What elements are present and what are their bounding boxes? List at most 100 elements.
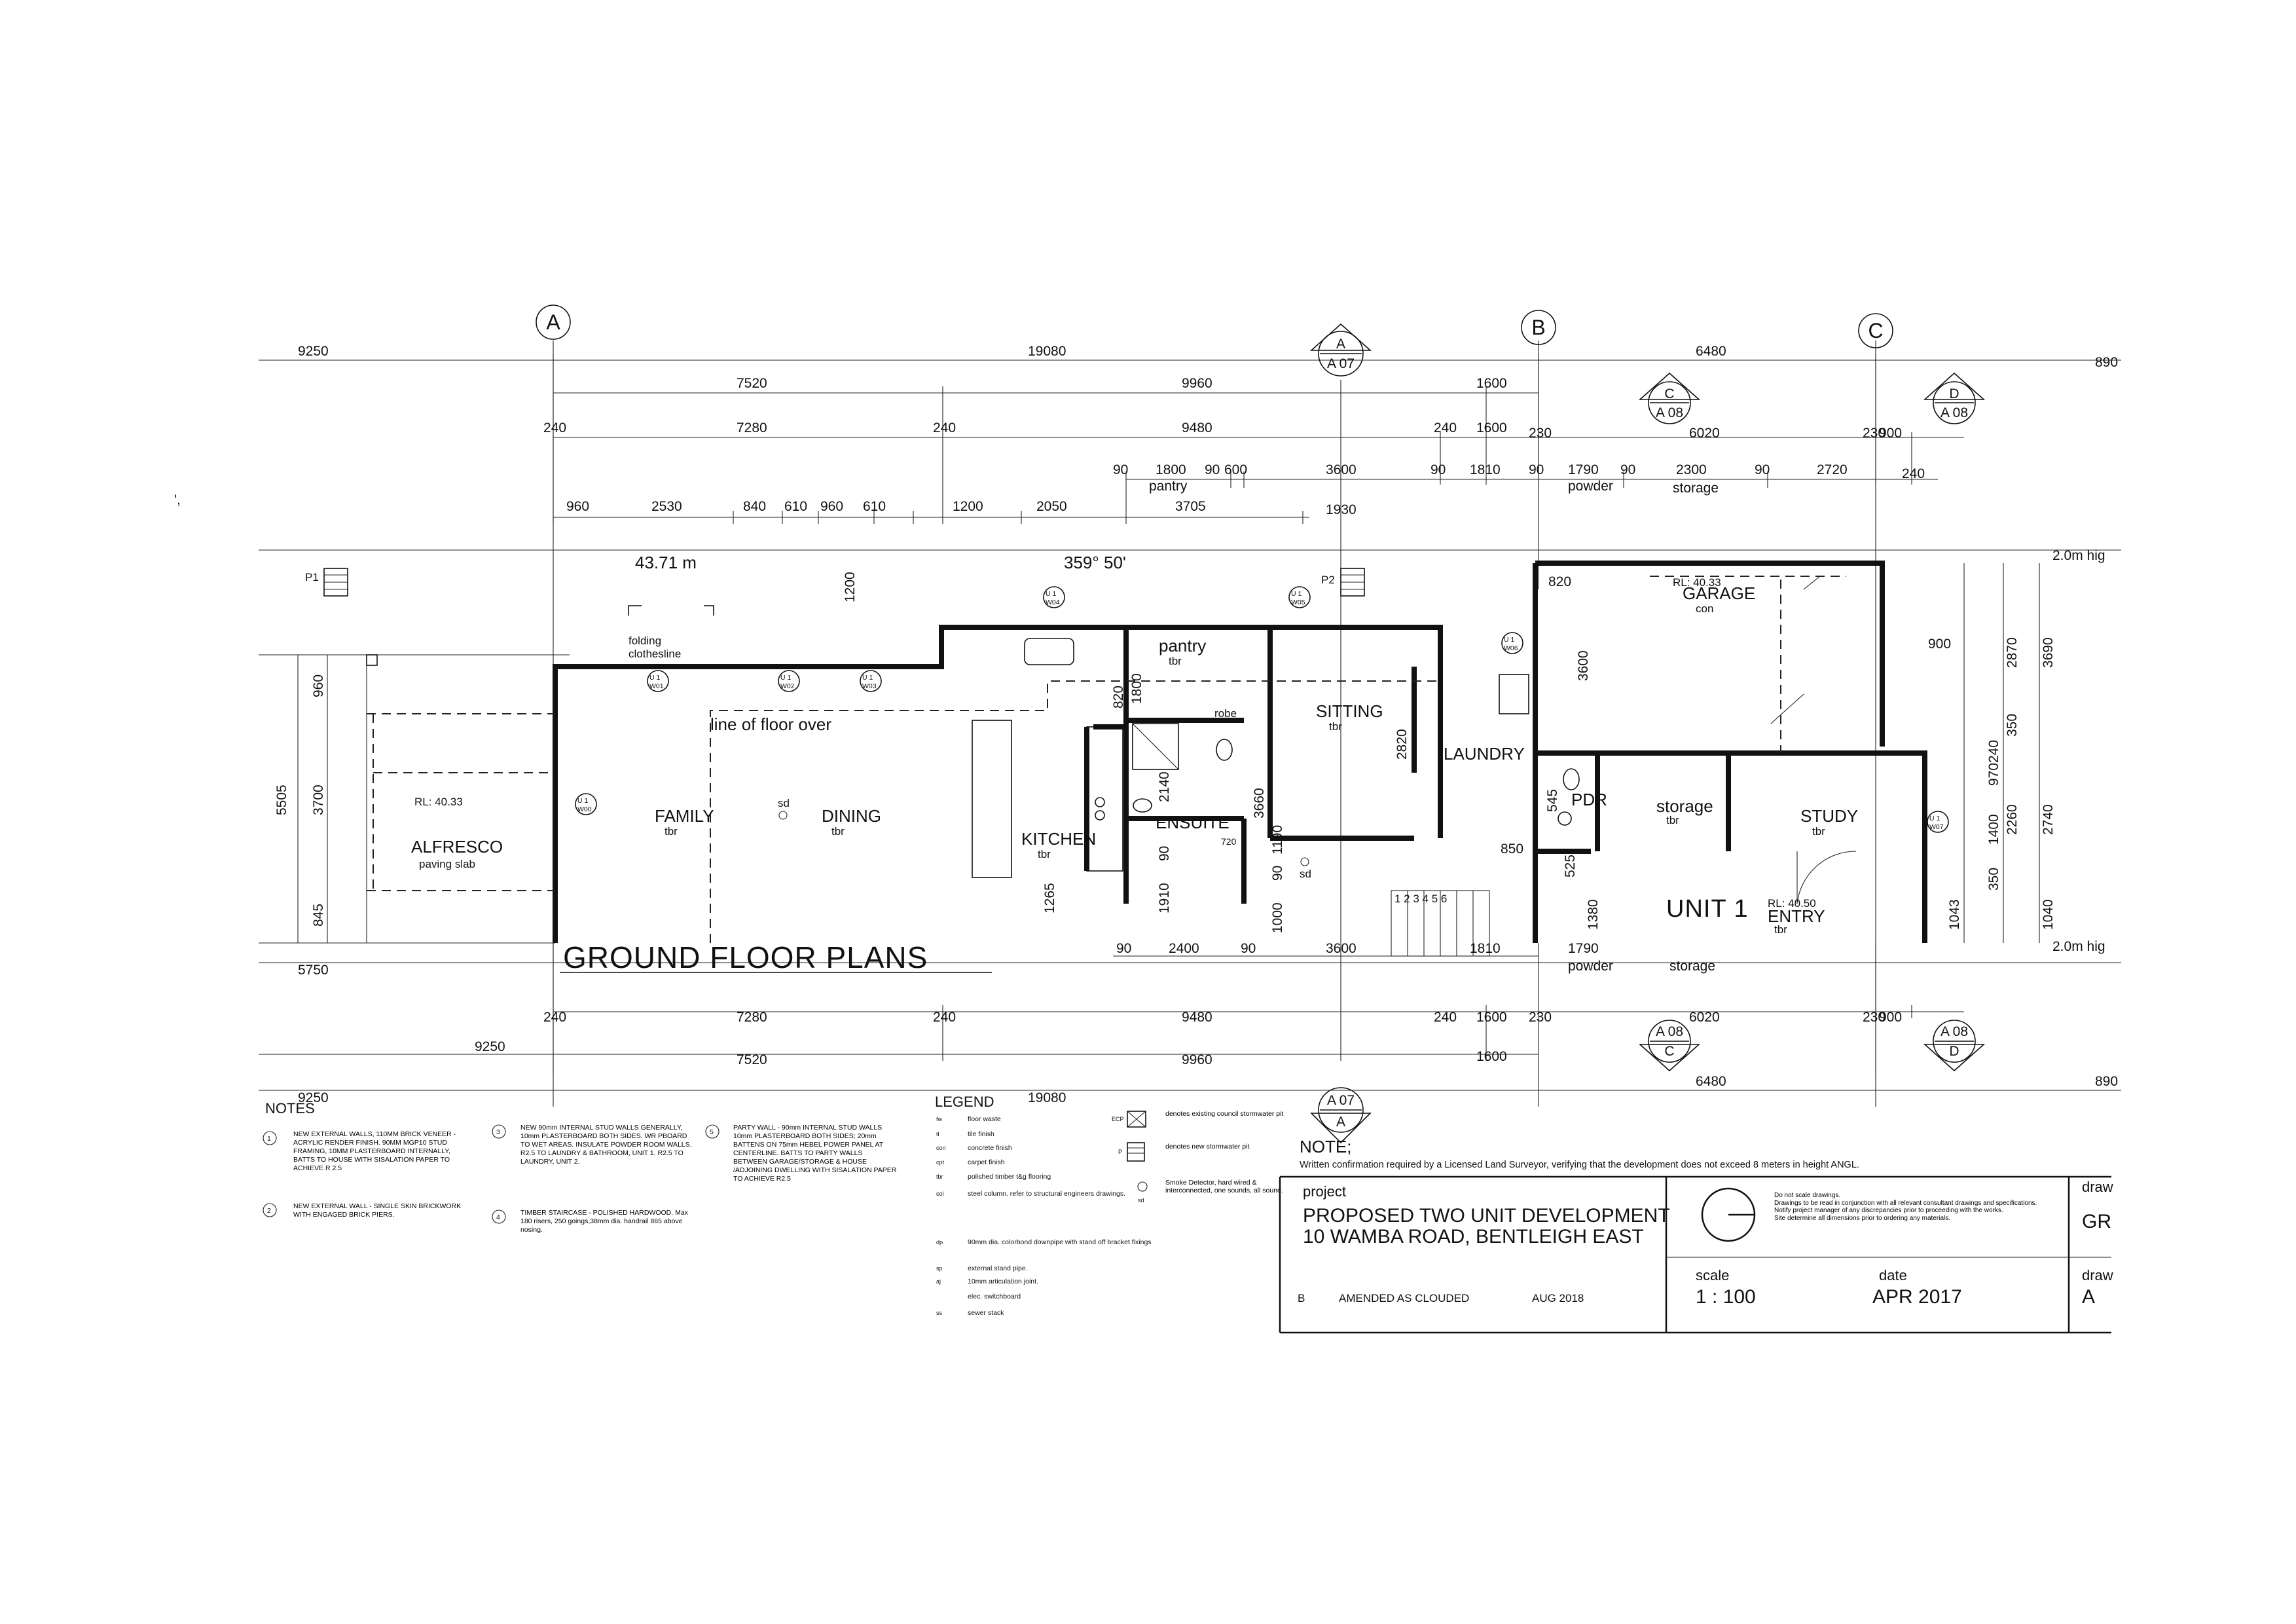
- svg-text:P1: P1: [305, 571, 319, 583]
- svg-text:tbr: tbr: [1169, 655, 1182, 667]
- legend-symbol: ss: [936, 1310, 943, 1316]
- dim-top-5-840: 840: [743, 499, 766, 514]
- dim-top-3-240a: 240: [543, 420, 566, 435]
- dim-top-1-9250: 9250: [298, 344, 329, 359]
- svg-text:1: 1: [267, 1135, 271, 1143]
- stormwater-pit-p1: P1: [305, 568, 348, 597]
- garage-door: [1650, 576, 1846, 753]
- unit-label: UNIT 1: [1666, 895, 1749, 923]
- legend-symbol: dp: [936, 1239, 943, 1246]
- dim-bot-2-240a: 240: [543, 1010, 566, 1025]
- legend-text: steel column. refer to structural engine…: [968, 1190, 1125, 1198]
- smoke-detector-2: sd: [1300, 868, 1311, 880]
- dim-top-1-6480: 6480: [1696, 344, 1726, 359]
- grid-bubble-b: B: [1521, 310, 1556, 345]
- tb-drawn-label: draw: [2082, 1267, 2113, 1283]
- garage-sub: con: [1696, 602, 1713, 615]
- entry-door-swing: [1796, 851, 1857, 904]
- note-text: Written confirmation required by a Licen…: [1300, 1160, 1859, 1170]
- dim-top-3-230b: 230: [1863, 426, 1886, 441]
- alfresco-rl: RL: 40.33: [414, 796, 463, 808]
- room-family: FAMILY: [655, 806, 714, 826]
- svg-text:W03: W03: [862, 682, 877, 690]
- note-5: 5 PARTY WALL - 90mm INTERNAL STUD WALLS …: [705, 1124, 896, 1183]
- room-labels: FAMILY tbr DINING tbr sd KITCHEN tbr ENS…: [655, 576, 1858, 936]
- kitchen-sink: [1024, 638, 1074, 665]
- clothesline-label-2: clothesline: [629, 648, 681, 660]
- site-boundary: 43.71 m 359° 50': [259, 549, 2121, 963]
- room-pantry: pantry: [1159, 636, 1206, 655]
- dim-bot-2-240b: 240: [933, 1010, 956, 1025]
- svg-text:A 08: A 08: [1656, 1024, 1683, 1039]
- garage-rl: RL: 40.33: [1673, 576, 1721, 589]
- dimension-strings-top: 9250 19080 6480 890 7520 9960 1600 240 7…: [259, 344, 2121, 524]
- dim-top-4-2720: 2720: [1817, 462, 1848, 477]
- ensuite-toilet: [1216, 739, 1233, 761]
- tb-project-line1: PROPOSED TWO UNIT DEVELOPMENT: [1303, 1205, 1670, 1227]
- svg-text:D: D: [1949, 386, 1959, 401]
- dim-right-2870: 2870: [2005, 637, 2020, 668]
- dim-bot-4-6480: 6480: [1696, 1074, 1726, 1089]
- dim-bot-1-90a: 90: [1116, 941, 1131, 956]
- dim-top-4-pantry: pantry: [1149, 479, 1188, 494]
- dim-bot-3-9250: 9250: [475, 1039, 505, 1054]
- boundary-bearing: 359° 50': [1064, 553, 1126, 572]
- legend-smoke-detector: sd Smoke Detector, hard wired & intercon…: [1137, 1179, 1283, 1204]
- tb-drawn-value: A: [2082, 1286, 2095, 1308]
- dim-right-2m-top: 2.0m hig: [2052, 548, 2105, 563]
- dim-in-90a: 90: [1157, 846, 1172, 861]
- dim-top-3-240c: 240: [1434, 420, 1457, 435]
- dim-right-2m-bottom: 2.0m hig: [2052, 939, 2105, 954]
- room-ensuite: ENSUITE: [1156, 813, 1230, 832]
- dim-right-3690: 3690: [2041, 637, 2056, 668]
- entry-rl: RL: 40.50: [1768, 897, 1816, 910]
- svg-text:C: C: [1664, 1044, 1674, 1059]
- dim-right-900: 900: [1928, 637, 1951, 652]
- legend-text: external stand pipe.: [968, 1264, 1028, 1272]
- dim-in-720: 720: [1221, 836, 1237, 847]
- dim-top-3-6020: 6020: [1689, 426, 1720, 441]
- section-marker-a-bottom: A 07 A: [1310, 1087, 1372, 1144]
- svg-text:W01: W01: [649, 682, 664, 690]
- dim-in-2820: 2820: [1394, 729, 1410, 760]
- svg-text:C: C: [1664, 386, 1674, 401]
- svg-text:tbr: tbr: [1329, 720, 1342, 733]
- boundary-length: 43.71 m: [635, 553, 697, 572]
- section-marker-c-top: C A 08: [1638, 372, 1701, 424]
- svg-text:A: A: [1336, 337, 1345, 352]
- dim-top-2-1600: 1600: [1476, 376, 1507, 391]
- dim-right-1043: 1043: [1947, 899, 1962, 930]
- dim-bot-3-9960: 9960: [1182, 1052, 1212, 1067]
- room-laundry: LAUNDRY: [1444, 744, 1525, 764]
- dim-in-3600: 3600: [1576, 650, 1591, 681]
- dim-bot-1-2400: 2400: [1169, 941, 1199, 956]
- legend-text: concrete finish: [968, 1144, 1012, 1152]
- legend-symbol: tl: [936, 1131, 939, 1137]
- dim-left-845: 845: [311, 904, 326, 927]
- svg-text:4: 4: [496, 1213, 500, 1221]
- dim-bot-2-900: 900: [1879, 1010, 1902, 1025]
- dim-bot-2-230b: 230: [1863, 1010, 1886, 1025]
- grid-bubble-c: C: [1858, 313, 1893, 348]
- room-garage: GARAGE: [1683, 583, 1755, 603]
- dim-in-1200: 1200: [843, 572, 858, 602]
- dim-top-2-9960: 9960: [1182, 376, 1212, 391]
- legend-text: floor waste: [968, 1115, 1001, 1123]
- legend-symbol: fw: [936, 1116, 943, 1122]
- section-marker-d-top: D A 08: [1923, 372, 1986, 424]
- room-sitting: SITTING: [1316, 701, 1383, 721]
- legend-text: 90mm dia. colorbond downpipe with stand …: [968, 1238, 1152, 1246]
- dim-top-5-610b: 610: [863, 499, 886, 514]
- dim-top-3-900: 900: [1879, 426, 1902, 441]
- dim-right-1400: 1400: [1986, 814, 2001, 845]
- dim-in-820: 820: [1111, 686, 1126, 709]
- dim-in-1910: 1910: [1157, 883, 1172, 913]
- dim-in-1265: 1265: [1042, 883, 1057, 913]
- svg-text:U 1: U 1: [1929, 815, 1941, 822]
- legend-ecp: ECP denotes existing council stormwater …: [1112, 1110, 1283, 1128]
- company-logo-icon: [1701, 1187, 1756, 1242]
- svg-text:W04: W04: [1046, 599, 1060, 606]
